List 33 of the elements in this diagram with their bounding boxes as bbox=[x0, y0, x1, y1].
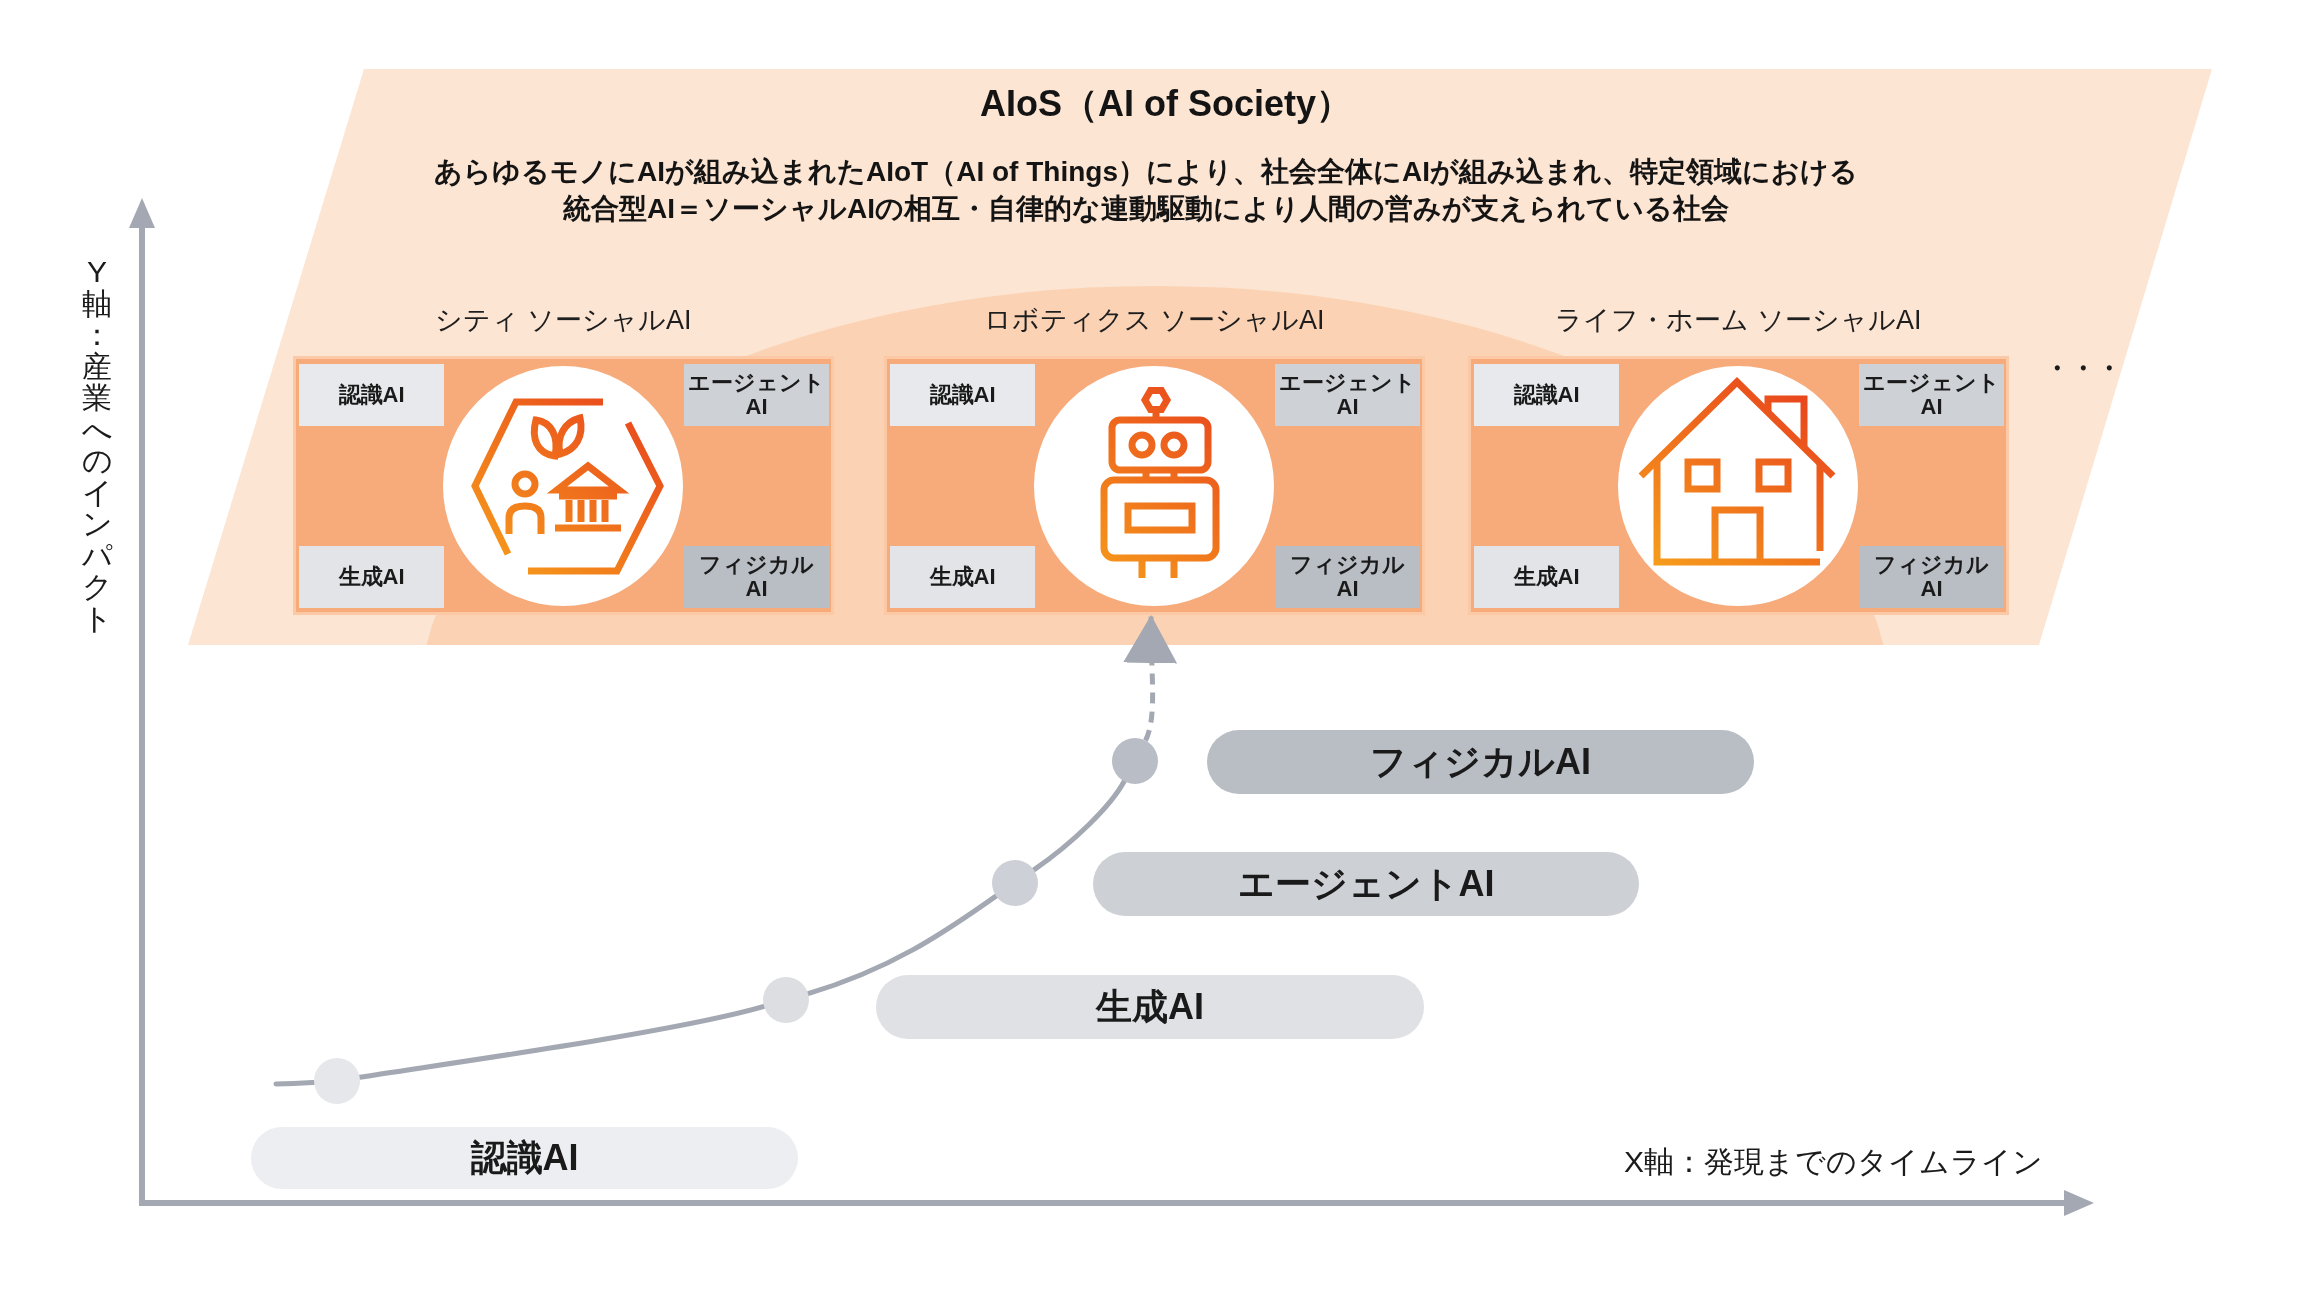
label-box: 認識AI bbox=[1474, 364, 1619, 426]
label-box: 認識AI bbox=[890, 364, 1035, 426]
panel-title: ロボティクス ソーシャルAI bbox=[984, 304, 1325, 337]
dashed-arrow bbox=[1123, 615, 1178, 742]
curve-line bbox=[1031, 778, 1127, 873]
pill-label: フィジカルAI bbox=[1207, 730, 1754, 794]
pill-label: エージェントAI bbox=[1093, 852, 1639, 916]
label-box: 生成AI bbox=[890, 546, 1035, 608]
panel-title: ライフ・ホーム ソーシャルAI bbox=[1555, 304, 1922, 337]
band-description: あらゆるモノにAIが組み込まれたAIoT（AI of Things）により、社会全体にAIが組み込まれ、特定領域における統合型AI＝ソーシャルAIの相互・自律的な連動駆動により人間の営みが支えられている社会 bbox=[433, 155, 1859, 226]
label-box: 生成AI bbox=[299, 546, 444, 608]
label-box: 認識AI bbox=[299, 364, 444, 426]
timeline-dot bbox=[992, 860, 1038, 906]
axis-label: X軸：発現までのタイムライン bbox=[1624, 1144, 2043, 1180]
timeline-dot bbox=[763, 977, 809, 1023]
label-box: 生成AI bbox=[1474, 546, 1619, 608]
label-box: フィジカルAI bbox=[684, 546, 829, 608]
panel-title: シティ ソーシャルAI bbox=[435, 304, 692, 337]
label-box: エージェントAI bbox=[1859, 364, 2004, 426]
label-box: フィジカルAI bbox=[1859, 546, 2004, 608]
axis-label: Y軸：産業へのインパクト bbox=[80, 256, 114, 634]
curve-line bbox=[273, 1079, 317, 1087]
label-box: フィジカルAI bbox=[1275, 546, 1420, 608]
ellipsis-label: ・・・ bbox=[2044, 352, 2122, 385]
label-box: エージェントAI bbox=[1275, 364, 1420, 426]
band-title: AIoS（AI of Society） bbox=[980, 82, 1352, 126]
curve-line bbox=[357, 1003, 767, 1080]
curve-line bbox=[805, 893, 999, 997]
pill-label: 認識AI bbox=[251, 1127, 798, 1189]
pill-label: 生成AI bbox=[876, 975, 1424, 1039]
timeline-dot bbox=[314, 1058, 360, 1104]
timeline-dot bbox=[1112, 738, 1158, 784]
label-box: エージェントAI bbox=[684, 364, 829, 426]
